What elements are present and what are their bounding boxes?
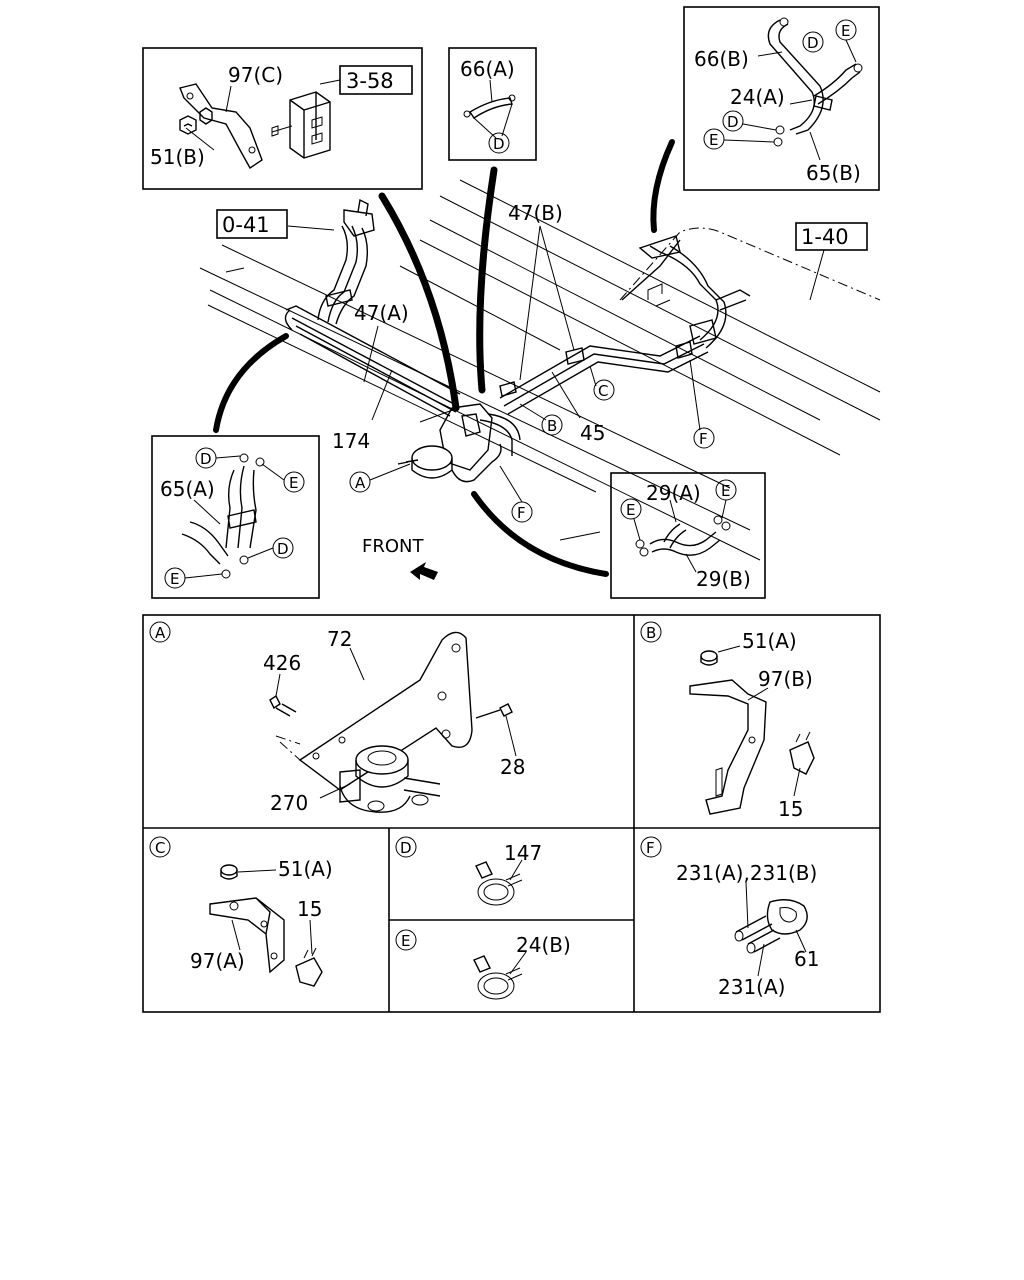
- detail-e-clip-24b: E 24(B): [395, 929, 571, 1000]
- part-label-61: 61: [794, 947, 819, 971]
- part-label-147: 147: [504, 841, 542, 865]
- part-label-65a: 65(A): [160, 477, 215, 501]
- detail-a-marker-text: A: [155, 624, 166, 642]
- detail-a-marker: [149, 621, 171, 643]
- part-label-97a: 97(A): [190, 949, 245, 973]
- part-label-426: 426: [263, 651, 301, 675]
- callout-d-66a: [488, 132, 510, 154]
- callout-f-main-text: F: [699, 430, 708, 448]
- detail-e-marker-text: E: [401, 932, 410, 950]
- detail-grid: [142, 614, 881, 1013]
- callout-f-filter: [511, 501, 533, 523]
- callout-a-main: [349, 471, 371, 493]
- ref-label-3-58: 3-58: [346, 69, 394, 93]
- front-arrow-icon: [410, 562, 438, 580]
- part-label-29b: 29(B): [696, 567, 751, 591]
- callout-f-filter-text: F: [517, 504, 526, 522]
- callout-e-65a-bottom-text: E: [170, 570, 179, 588]
- part-label-231ab: 231(A),231(B): [676, 861, 817, 885]
- callout-d-65a-top-text: D: [200, 450, 212, 468]
- detail-d-clip-147: D 147: [395, 836, 542, 906]
- ref-label-0-41: 0-41: [222, 213, 270, 237]
- part-label-51a-b: 51(A): [742, 629, 797, 653]
- callout-c-main: [593, 379, 615, 401]
- detail-c-marker-text: C: [155, 839, 165, 857]
- part-label-72: 72: [327, 627, 352, 651]
- part-label-24b: 24(B): [516, 933, 571, 957]
- part-label-174: 174: [332, 429, 370, 453]
- inset-hose-66a: D 66(A): [448, 47, 537, 161]
- callout-d-66b-text: D: [807, 34, 819, 52]
- detail-b-marker-text: B: [646, 624, 656, 642]
- detail-c-marker: [149, 836, 171, 858]
- callout-d-66b: [802, 31, 824, 53]
- detail-c-bracket-97a: C 51(A) 15 97(A): [149, 836, 333, 987]
- part-label-15-b: 15: [778, 797, 803, 821]
- detail-d-marker: [395, 836, 417, 858]
- detail-f-grommet: F 231(A),231(B) 61 231(A): [640, 836, 819, 999]
- callout-e-24a-text: E: [709, 131, 718, 149]
- callout-f-main: [693, 427, 715, 449]
- callout-e-65a-top: [283, 471, 305, 493]
- part-label-24a: 24(A): [730, 85, 785, 109]
- callout-e-24a: [703, 128, 725, 150]
- part-label-231a: 231(A): [718, 975, 785, 999]
- callout-d-65a-bottom-text: D: [277, 540, 289, 558]
- inset-hoses-66b-65b: D E D E 66(B) 24(A) 65(B): [683, 6, 880, 191]
- detail-e-marker: [395, 929, 417, 951]
- ref-box-1-40: [795, 222, 868, 251]
- part-label-66b: 66(B): [694, 47, 749, 71]
- callout-b-main-text: B: [547, 417, 557, 435]
- part-label-15-c: 15: [297, 897, 322, 921]
- ref-box-3-58: [339, 65, 413, 95]
- part-label-47b: 47(B): [508, 201, 563, 225]
- callout-e-65a-top-text: E: [289, 474, 298, 492]
- callout-e-29-right-text: E: [721, 482, 730, 500]
- detail-f-marker-text: F: [646, 839, 655, 857]
- inset-hose-65a: D E D E 65(A): [151, 435, 320, 599]
- part-label-47a: 47(A): [354, 301, 409, 325]
- inset-bracket-97c: 97(C) 3-58 51(B): [142, 47, 423, 190]
- inset-hoses-29: E E 29(A) 29(B): [610, 472, 766, 599]
- part-label-97b: 97(B): [758, 667, 813, 691]
- ref-box-0-41: [216, 209, 288, 239]
- callout-e-29-left-text: E: [626, 501, 635, 519]
- part-label-45: 45: [580, 421, 605, 445]
- part-label-29a: 29(A): [646, 481, 701, 505]
- detail-f-marker: [640, 836, 662, 858]
- part-label-97c: 97(C): [228, 63, 283, 87]
- ref-label-1-40: 1-40: [801, 225, 849, 249]
- callout-e-29-left: [620, 498, 642, 520]
- callout-d-24a-text: D: [727, 113, 739, 131]
- detail-a-filter-bracket: A 72 426 28 270: [149, 621, 525, 815]
- part-label-28: 28: [500, 755, 525, 779]
- callout-b-main: [541, 414, 563, 436]
- detail-b-bracket-97b: B 51(A) 97(B) 15: [640, 621, 815, 821]
- detail-b-marker: [640, 621, 662, 643]
- callout-d-24a: [722, 110, 744, 132]
- callout-a-main-text: A: [355, 474, 366, 492]
- part-label-65b: 65(B): [806, 161, 861, 185]
- part-label-51b: 51(B): [150, 145, 205, 169]
- front-label: FRONT: [362, 536, 424, 557]
- main-assembly: 0-41 1-40 47(B) 47(A) 174 45 A B C F F F…: [199, 139, 881, 580]
- callout-e-66b-text: E: [841, 22, 850, 40]
- callout-c-main-text: C: [598, 382, 608, 400]
- detail-d-marker-text: D: [400, 839, 412, 857]
- part-label-270: 270: [270, 791, 308, 815]
- callout-d-66a-text: D: [493, 135, 505, 153]
- part-label-51a-c: 51(A): [278, 857, 333, 881]
- part-label-66a: 66(A): [460, 57, 515, 81]
